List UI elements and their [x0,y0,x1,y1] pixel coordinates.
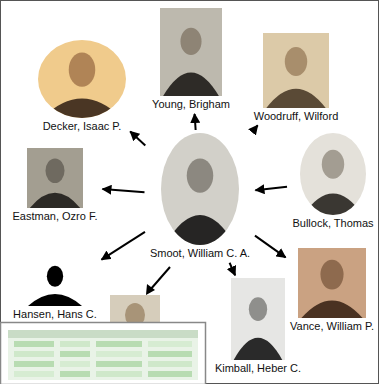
portrait-photo [300,133,366,215]
arrow-head [146,284,155,295]
person-node: Decker, Isaac P. [36,40,128,133]
person-node: Eastman, Ozro F. [11,148,100,223]
person-node: Woodruff, Wilford [252,33,341,123]
portrait-photo [25,258,85,306]
person-node: Young, Brigham [150,8,232,111]
portrait-photo [161,133,239,245]
portrait-photo [231,278,285,360]
person-name: Decker, Isaac P. [36,120,128,133]
person-name: Young, Brigham [150,98,232,111]
portrait-photo [38,40,126,118]
person-name: Woodruff, Wilford [252,110,341,123]
person-node: Kimball, Heber C. [213,278,304,375]
arrow-connector [102,189,144,192]
person-name: Vance, William P. [288,320,376,333]
portrait-photo [27,148,83,208]
arrow-connector [130,131,145,145]
person-node: Hansen, Hans C. [11,258,99,321]
arrow-line [150,267,170,290]
person-node: Bullock, Thomas [290,133,376,230]
arrow-connector [195,114,196,130]
arrow-connector [255,236,286,258]
person-name: Kimball, Heber C. [213,362,304,375]
person-node: Smoot, William C. A. [148,133,253,260]
arrow-connector [230,263,236,276]
portrait-photo [263,33,329,108]
person-name: Eastman, Ozro F. [11,210,100,223]
person-node: Vance, William P. [288,248,376,333]
person-name: Bullock, Thomas [290,217,376,230]
person-name: Hansen, Hans C. [11,308,99,321]
portrait-photo [160,8,222,96]
arrow-connector [255,187,287,191]
portrait-photo [298,248,366,318]
arrow-connector [102,232,145,260]
person-name: Smoot, William C. A. [148,247,253,260]
arrow-connector [253,125,257,130]
hidden-portrait [110,295,160,340]
